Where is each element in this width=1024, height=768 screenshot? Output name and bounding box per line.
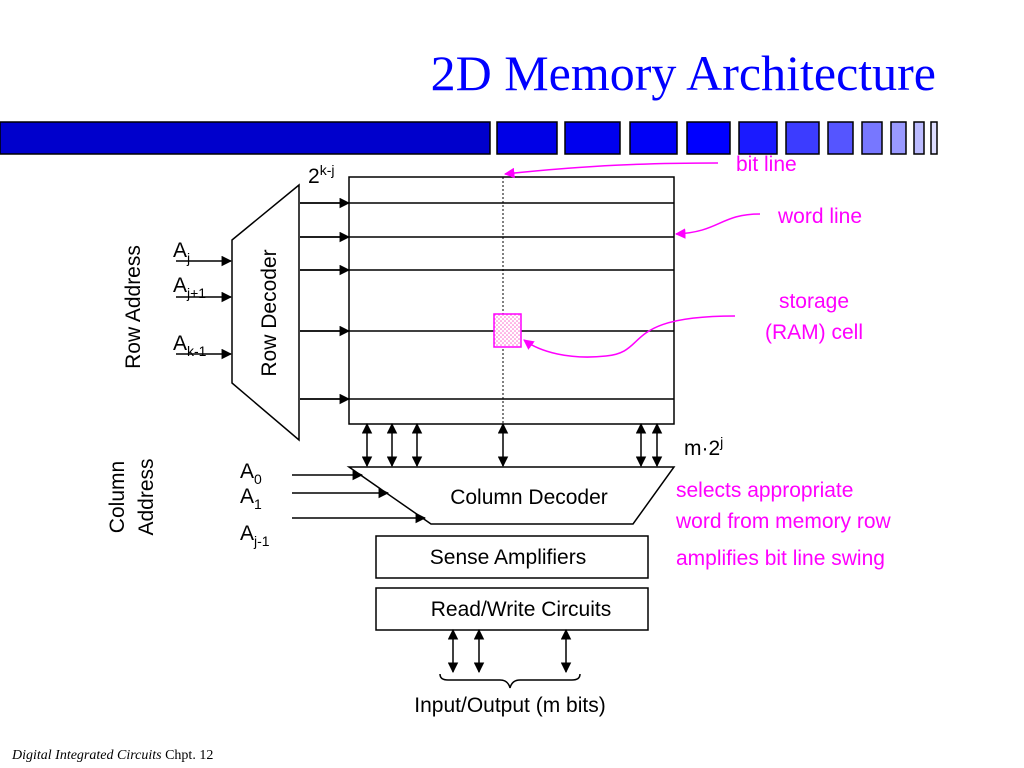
column-decoder-note-line1: selects appropriate xyxy=(676,479,853,502)
footer: Digital Integrated Circuits Chpt. 12 xyxy=(11,748,213,763)
sense-amplifiers-label: Sense Amplifiers xyxy=(430,546,586,569)
column-input-label: A1 xyxy=(240,485,262,512)
row-address-inputs: Aj Aj+1 Ak-1 xyxy=(173,239,233,360)
sense-amp-note: amplifies bit line swing xyxy=(676,547,885,570)
row-address-label: Row Address xyxy=(122,245,145,369)
columns-count-label: m·2j xyxy=(684,434,723,460)
word-line-annotation: word line xyxy=(777,205,862,228)
io-label: Input/Output (m bits) xyxy=(414,694,605,717)
row-input-label: Aj+1 xyxy=(173,274,206,301)
io-brace xyxy=(439,673,581,689)
row-input-label: Aj xyxy=(173,239,190,266)
title-decoration-bar xyxy=(0,121,938,155)
column-decoder xyxy=(346,466,676,525)
column-address-label-line1: Column xyxy=(106,461,129,533)
column-decoder-note-line2: word from memory row xyxy=(675,510,892,533)
column-input-label: Aj-1 xyxy=(240,522,270,549)
bit-line-arrows xyxy=(361,422,663,468)
io-arrows xyxy=(447,628,572,674)
memory-array xyxy=(300,176,675,425)
storage-annotation-line2: (RAM) cell xyxy=(765,321,863,344)
word-line-pointer xyxy=(674,213,761,239)
row-input-label: Ak-1 xyxy=(173,332,207,359)
read-write-box xyxy=(375,587,649,631)
row-decoder xyxy=(231,183,300,442)
slide-title: 2D Memory Architecture xyxy=(431,45,936,101)
row-decoder-label: Row Decoder xyxy=(258,249,281,376)
storage-cell-pointer xyxy=(523,315,736,358)
storage-annotation-line1: storage xyxy=(779,290,849,313)
column-decoder-label: Column Decoder xyxy=(450,486,608,509)
storage-cell xyxy=(493,313,522,348)
rows-count-label: 2k-j xyxy=(308,162,334,188)
annotations: bit line word line storage (RAM) cell se… xyxy=(503,153,892,570)
bit-line-pointer xyxy=(503,162,719,179)
sense-amplifiers-box xyxy=(375,535,649,579)
read-write-label: Read/Write Circuits xyxy=(431,598,612,621)
bit-line-annotation: bit line xyxy=(736,153,797,176)
column-address-label-line2: Address xyxy=(135,458,158,535)
column-address-inputs: A0 A1 Aj-1 xyxy=(240,460,427,549)
column-input-label: A0 xyxy=(240,460,262,487)
